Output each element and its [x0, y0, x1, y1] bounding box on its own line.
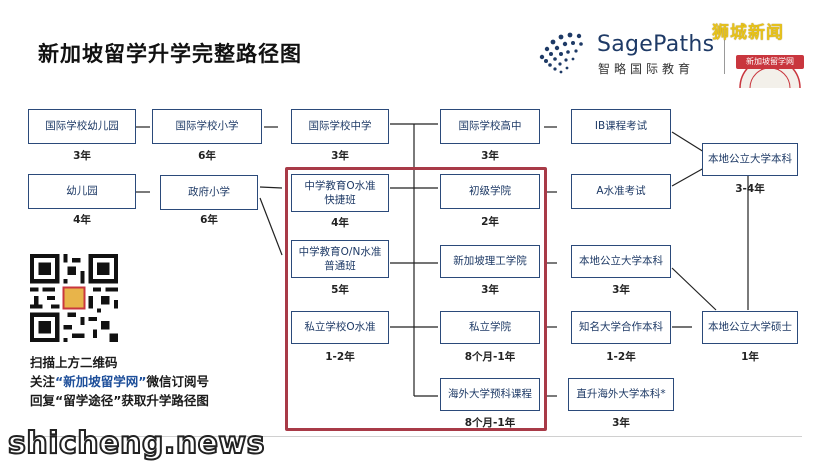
- node-private-o-level: 私立学校O水准: [291, 311, 389, 344]
- duration-o-level-express: 4年: [331, 217, 349, 229]
- node-intl-primary: 国际学校小学: [152, 109, 262, 144]
- duration-gov-primary: 6年: [200, 214, 218, 226]
- qr-caption-line2: 关注“新加坡留学网”微信订阅号: [30, 374, 209, 389]
- node-local-uni-bachelor: 本地公立大学本科: [571, 245, 671, 278]
- duration-on-level-normal: 5年: [331, 284, 349, 296]
- node-overseas-foundation: 海外大学预科课程: [440, 378, 540, 411]
- node-intl-kg: 国际学校幼儿园: [28, 109, 136, 144]
- node-joint-degree: 知名大学合作本科: [571, 311, 671, 344]
- duration-junior-college: 2年: [481, 216, 499, 228]
- node-local-uni-master: 本地公立大学硕士: [702, 311, 798, 344]
- duration-overseas-foundation: 8个月-1年: [464, 417, 516, 429]
- page-title: 新加坡留学升学完整路径图: [38, 42, 302, 66]
- node-private-school: 私立学院: [440, 311, 540, 344]
- duration-local-uni-master: 1年: [741, 351, 759, 363]
- qr-code-icon: [30, 254, 118, 342]
- duration-intl-primary: 6年: [198, 150, 216, 162]
- qr-caption-line1: 扫描上方二维码: [30, 355, 118, 370]
- duration-kindergarten: 4年: [73, 214, 91, 226]
- qr-caption: 扫描上方二维码 关注“新加坡留学网”微信订阅号 回复“留学途径”获取升学路径图: [30, 353, 209, 410]
- duration-local-uni-bachelor-top: 3-4年: [735, 183, 765, 195]
- duration-joint-degree: 1-2年: [606, 351, 636, 363]
- duration-polytechnic: 3年: [481, 284, 499, 296]
- node-o-level-express: 中学教育O水准快捷班: [291, 174, 389, 212]
- duration-direct-overseas: 3年: [612, 417, 630, 429]
- watermark: shicheng.news: [7, 425, 266, 462]
- node-polytechnic: 新加坡理工学院: [440, 245, 540, 278]
- duration-intl-high: 3年: [481, 150, 499, 162]
- node-junior-college: 初级学院: [440, 174, 540, 209]
- bottom-rule: [30, 436, 802, 437]
- node-intl-high: 国际学校高中: [440, 109, 540, 144]
- node-local-uni-bachelor-top: 本地公立大学本科: [702, 143, 798, 176]
- node-on-level-normal: 中学教育O/N水准普通班: [291, 240, 389, 278]
- node-a-level-exam: A水准考试: [571, 174, 671, 209]
- duration-private-school: 8个月-1年: [464, 351, 516, 363]
- node-intl-middle: 国际学校中学: [291, 109, 389, 144]
- news-badge: 狮城新闻: [712, 23, 784, 43]
- node-gov-primary: 政府小学: [160, 175, 258, 210]
- duration-private-o-level: 1-2年: [325, 351, 355, 363]
- logo-text-en: SagePaths: [597, 32, 715, 57]
- duration-intl-middle: 3年: [331, 150, 349, 162]
- node-direct-overseas: 直升海外大学本科*: [568, 378, 674, 411]
- seal-label: 新加坡留学网: [736, 55, 804, 69]
- duration-intl-kg: 3年: [73, 150, 91, 162]
- qr-caption-line3: 回复“留学途径”获取升学路径图: [30, 393, 209, 408]
- sagepaths-logo-icon: [539, 32, 583, 74]
- node-ib-exam: IB课程考试: [571, 109, 671, 144]
- logo-divider: [724, 34, 725, 74]
- node-kindergarten: 幼儿园: [28, 174, 136, 209]
- duration-local-uni-bachelor: 3年: [612, 284, 630, 296]
- logo-text-cn: 智略国际教育: [598, 62, 695, 76]
- highlight-frame: [285, 167, 547, 431]
